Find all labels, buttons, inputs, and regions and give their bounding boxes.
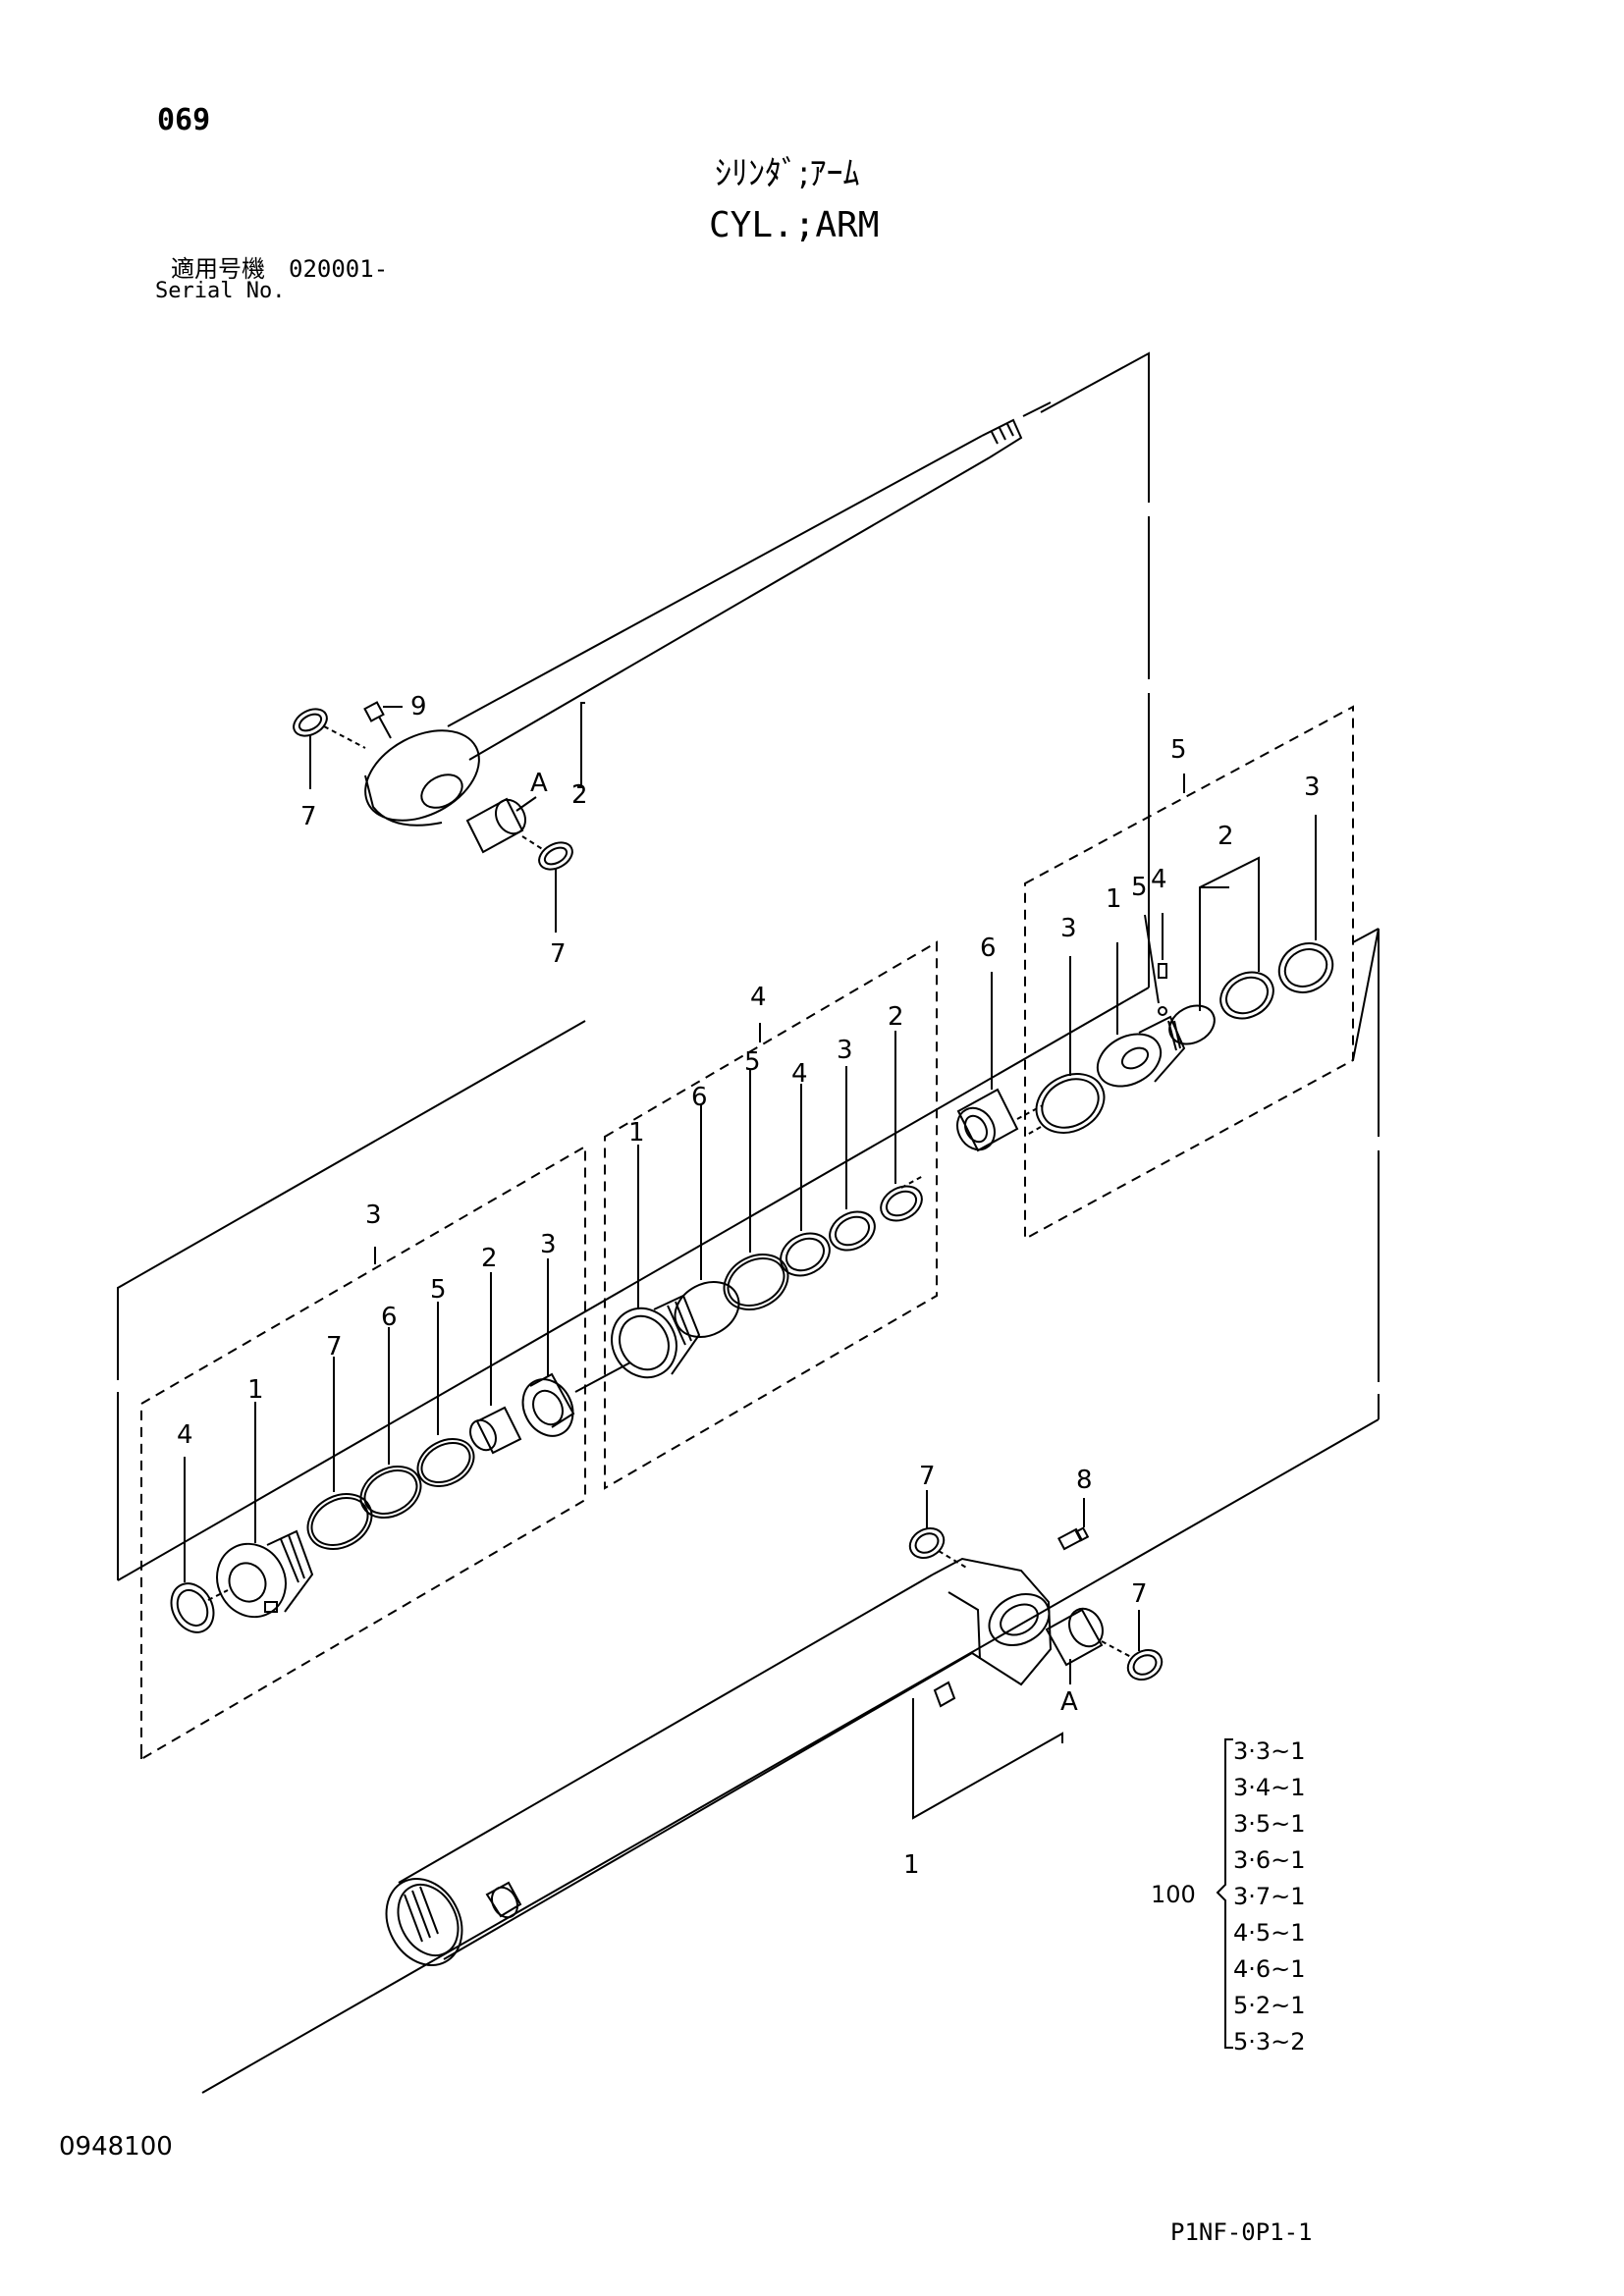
kit-item: 3·5~1: [1233, 1810, 1306, 1838]
wiper-ring-icon: [170, 1582, 215, 1633]
o-ring-icon: [293, 708, 328, 737]
piston-rod-assembly: [117, 351, 1151, 1581]
callout-g5-seal-rings: 2: [1218, 822, 1234, 851]
cylinder-tube: [398, 1574, 973, 1960]
kit-list: 3·3~1 3·4~1 3·5~1 3·6~1 3·7~1 4·5~1 4·6~1 5·2~1…: [1151, 1737, 1306, 2056]
gland-body-icon: [611, 1294, 701, 1379]
callout-g5-piston: 1: [1106, 884, 1122, 914]
callout-g4-ring-b: 3: [837, 1036, 853, 1065]
callout-tube-ring: 7: [919, 1462, 936, 1491]
callout-rod: 2: [571, 780, 588, 810]
page-number: 069: [157, 103, 211, 137]
callout-g5-backup-ring: 3: [1304, 773, 1321, 802]
cylinder-head-icon: [216, 1529, 314, 1619]
kit-item: 3·4~1: [1233, 1774, 1306, 1801]
callout-group-5: 5: [1170, 735, 1187, 765]
serial-label-english: Serial No.: [155, 279, 286, 303]
backup-ring-icon: [1035, 1073, 1106, 1134]
callout-rod-ring-left: 7: [300, 802, 317, 831]
figure-number: 0948100: [59, 2132, 173, 2162]
rod-shaft: [447, 435, 991, 761]
o-ring-icon: [306, 1493, 373, 1550]
rod-boundary-line: [1040, 351, 1150, 988]
rod-bushing-icon: [465, 797, 526, 854]
callout-tube-ring-right: 7: [1131, 1579, 1148, 1609]
seal-ring-icon: [880, 1185, 923, 1222]
callout-group-4: 4: [750, 983, 767, 1012]
callout-g3-head: 1: [247, 1375, 264, 1405]
seal-ring-icon: [1168, 1004, 1216, 1045]
callout-g4-ring-a: 2: [888, 1002, 904, 1032]
callout-g5-left-backup-ring: 3: [1060, 914, 1077, 943]
kit-item: 3·7~1: [1233, 1883, 1306, 1910]
seal-icon: [521, 1372, 575, 1437]
cylinder-tube-assembly: [385, 1490, 1164, 1966]
bushing-icon: [469, 1406, 522, 1455]
callout-g4-ring-e: 6: [691, 1083, 708, 1112]
tube-bushing-icon: [1045, 1607, 1104, 1667]
callout-g3-ring-6: 6: [381, 1303, 398, 1332]
o-ring-icon: [359, 1466, 422, 1519]
callout-tube-bushing: A: [1060, 1687, 1078, 1717]
serial-label-japanese: 適用号機 020001-: [171, 255, 389, 283]
o-ring-icon: [723, 1254, 789, 1310]
kit-item: 5·3~2: [1233, 2028, 1306, 2056]
ball-icon: [1158, 1006, 1167, 1016]
kit-item: 4·6~1: [1233, 1955, 1306, 1983]
bolt-icon: [363, 701, 392, 739]
kit-item: 3·6~1: [1233, 1846, 1306, 1874]
group-4-seal-box: [604, 940, 938, 1490]
callout-g5-set-screw: 4: [1151, 865, 1167, 894]
callout-g3-seal: 3: [540, 1230, 557, 1259]
kit-item: 4·5~1: [1233, 1919, 1306, 1947]
seal-ring-icon: [829, 1210, 876, 1252]
piston-icon: [1096, 1015, 1186, 1088]
o-ring-icon: [416, 1438, 475, 1487]
title-english: CYL.;ARM: [709, 205, 880, 245]
callout-rod-ring-right: 7: [550, 939, 567, 969]
callout-g3-bushing: 2: [481, 1244, 498, 1273]
group-3-dashed-outline: [140, 1145, 586, 1761]
title-japanese: ｼﾘﾝﾀﾞ;ｱｰﾑ: [715, 154, 860, 193]
callout-rod-bushing: A: [530, 769, 548, 798]
seal-ring-icon: [1219, 971, 1274, 1020]
backup-ring-icon: [1277, 942, 1334, 993]
callout-g4-ring-c: 4: [791, 1059, 808, 1089]
callout-g3-ring-5: 5: [430, 1275, 447, 1305]
callout-rod-bolt: 9: [410, 692, 427, 721]
group-3-head-box: [140, 1145, 631, 1761]
kit-brace: [1216, 1738, 1233, 2049]
callout-group-3: 3: [365, 1201, 382, 1230]
tube-boundary-diagonal: [201, 1418, 1380, 2094]
bushing-icon: [956, 1088, 1019, 1152]
o-ring-icon: [908, 1527, 946, 1559]
rod-boundary-diagonal: [117, 987, 1150, 1581]
callout-g5-ball: 5: [1131, 873, 1148, 902]
seal-ring-icon: [780, 1232, 831, 1277]
o-ring-icon: [1126, 1649, 1164, 1681]
callout-g3-ring-7: 7: [326, 1332, 343, 1362]
callout-tube-fitting: 8: [1076, 1466, 1093, 1495]
grease-fitting-icon: [1057, 1526, 1090, 1551]
callout-tube: 1: [903, 1850, 920, 1880]
group-4-dashed-outline: [604, 940, 938, 1490]
kit-item: 3·3~1: [1233, 1737, 1306, 1765]
kit-item: 5·2~1: [1233, 1992, 1306, 2019]
set-screw-icon: [1158, 963, 1167, 979]
o-ring-icon: [538, 841, 573, 871]
rod-eye: [364, 729, 480, 822]
callout-g4-gland-body: 1: [628, 1118, 645, 1148]
callout-g3-wiper: 4: [177, 1420, 193, 1450]
kit-label: 100: [1151, 1881, 1196, 1908]
callout-g4-ring-d: 5: [744, 1047, 761, 1077]
reference-code: P1NF-0P1-1: [1170, 2218, 1313, 2246]
callout-bushing: 6: [980, 934, 997, 963]
